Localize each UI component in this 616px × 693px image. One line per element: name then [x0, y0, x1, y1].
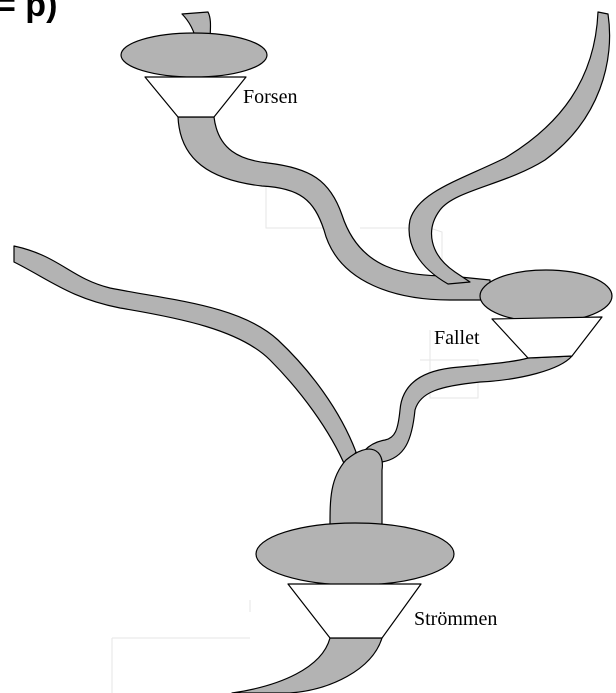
label-strommen: Strömmen — [414, 608, 497, 630]
river-northeast-to-fallet — [409, 12, 610, 284]
dam-fallet — [492, 317, 602, 358]
dam-strommen — [288, 584, 421, 638]
river-west-to-confluence — [14, 246, 356, 468]
lake-lower — [256, 523, 454, 585]
lake-upper — [121, 33, 267, 77]
label-fallet: Fallet — [434, 327, 480, 349]
heading-fragment: = p) — [0, 0, 57, 24]
river-fallet-to-confluence — [354, 356, 572, 480]
river-main-stem — [330, 449, 382, 526]
river-outflow-bottom — [232, 638, 382, 693]
dam-forsen — [145, 77, 246, 117]
lake-middle — [480, 270, 612, 322]
label-forsen: Forsen — [243, 86, 297, 108]
